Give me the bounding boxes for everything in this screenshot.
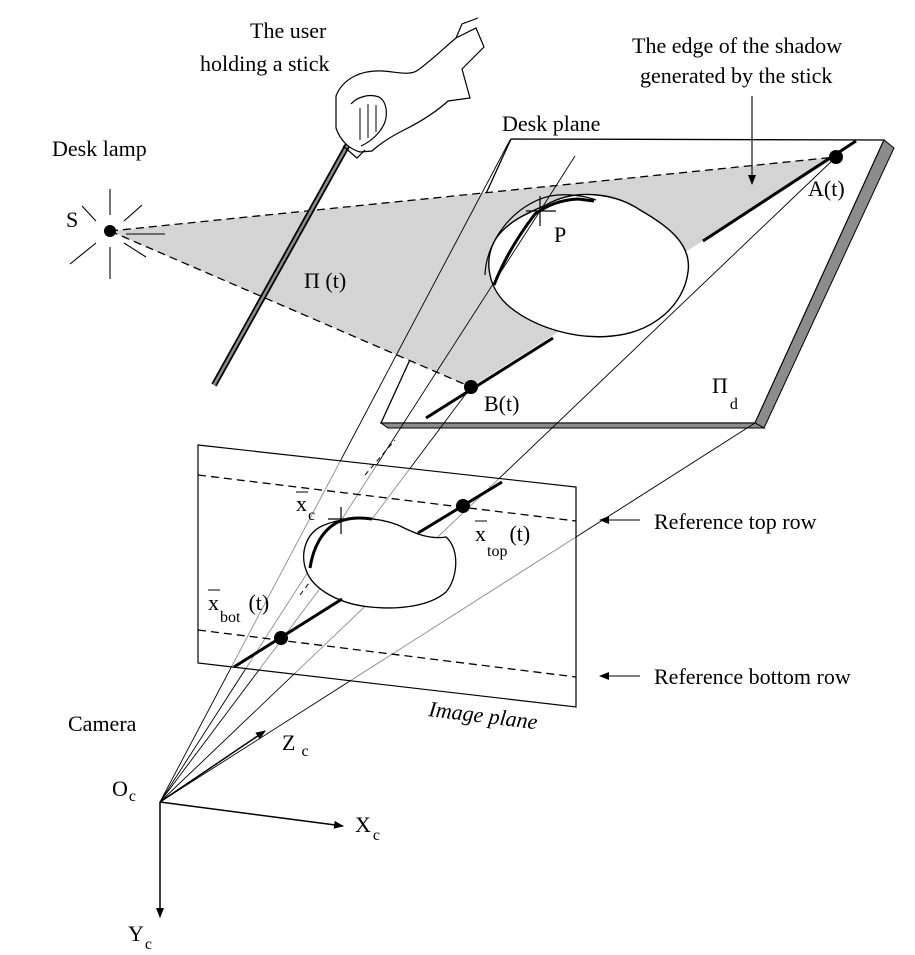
z-axis-arrow [159, 730, 266, 803]
reference-top-row-line [197, 474, 577, 522]
xbot-label: xbot(t) [208, 590, 269, 626]
user-title-line-1: The user [250, 18, 327, 43]
camera-origin-label: Oc [112, 776, 136, 805]
image-object-shadow-edge [308, 516, 373, 569]
desk-lamp-label: Desk lamp [52, 136, 147, 161]
reference-top-row-label: Reference top row [654, 509, 817, 534]
stick [211, 110, 369, 387]
desk-plane-front-edge [379, 422, 766, 429]
point-xbot [274, 631, 288, 645]
point-p-label: P [554, 222, 566, 247]
reference-bottom-row-label: Reference bottom row [654, 664, 851, 689]
xc-label: xc [296, 491, 315, 524]
user-title-line-2: holding a stick [200, 51, 330, 76]
hand-illustration [335, 17, 485, 159]
ray-extension-p [539, 155, 576, 212]
image-plane-label: Image plane [426, 696, 539, 734]
shadow-plane-triangle [110, 157, 836, 387]
desk-plane-symbol: Πd [712, 373, 738, 413]
xtop-label: xtop(t) [475, 521, 530, 560]
point-b [464, 380, 478, 394]
lamp-rays [69, 189, 165, 279]
shadow-lower-ray [109, 230, 472, 388]
light-source-point [104, 225, 116, 237]
shadow-edge-title-line-1: The edge of the shadow [632, 33, 842, 58]
reference-bottom-row-line [197, 629, 577, 678]
point-a [829, 150, 843, 164]
point-b-label: B(t) [484, 391, 519, 416]
image-shadow-line-lower [233, 597, 343, 669]
point-xtop [456, 499, 470, 513]
shadow-edge-line-lower [425, 336, 554, 420]
desk-plane-label: Desk plane [502, 111, 600, 136]
light-source-label: S [66, 207, 78, 232]
point-a-label: A(t) [808, 176, 845, 201]
camera-label: Camera [68, 711, 137, 736]
shadow-edge-title-line-2: generated by the stick [640, 63, 832, 88]
shadow-upper-ray [109, 156, 837, 232]
y-axis-label: Yc [128, 921, 152, 953]
desk-object-shadow-curve [484, 194, 597, 276]
ray-dashed-segment-a [364, 439, 396, 476]
x-axis-arrow [159, 801, 344, 829]
image-object [303, 517, 457, 609]
shadow-edge-on-object [492, 197, 595, 286]
shadow-plane-label: Π (t) [304, 268, 346, 293]
